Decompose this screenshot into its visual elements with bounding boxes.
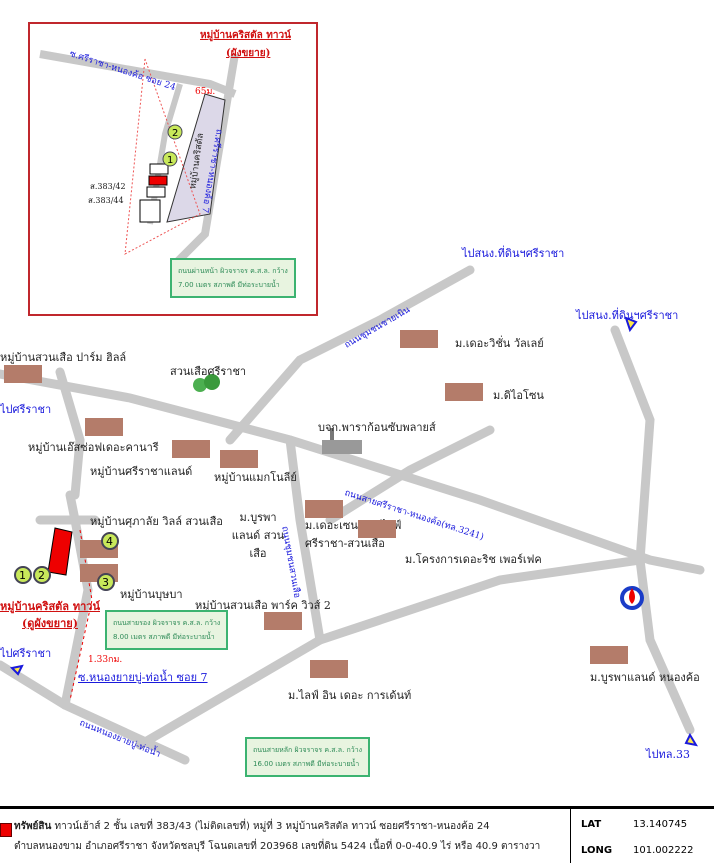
lat-value: 13.140745 [633, 819, 688, 830]
trees-icon [193, 374, 220, 392]
nongyaibu-road [0, 660, 190, 765]
marker-2 [167, 124, 183, 140]
marker-2: 2 [33, 566, 51, 584]
svg-text:1: 1 [19, 569, 26, 582]
svg-text:3: 3 [102, 576, 109, 589]
label-to-sriracha-2: ไปศรีราชา [0, 647, 52, 660]
label-crystal: หมู่บ้านคริสตัล ทาวน์ [0, 600, 100, 613]
label-to-33: ไปทล.33 [646, 748, 690, 761]
distance-line [69, 529, 93, 701]
coordinates: LAT 13.140745 LONG 101.002222 [570, 809, 714, 863]
label-company: บจก.พาราก้อนซับพลายส์ [318, 421, 436, 434]
label-to-land-office: ไปสนง.ที่ดินฯศรีราชา [462, 247, 565, 260]
arrow-to-land-office [624, 316, 638, 333]
svg-text:4: 4 [106, 535, 113, 548]
arrow-to-sriracha [9, 664, 24, 676]
house-icon [310, 660, 348, 678]
asset-label: ทรัพย์สิน [14, 821, 52, 832]
house-icon [172, 440, 210, 458]
label-to-land-office-2: ไปสนง.ที่ดินฯศรีราชา [576, 309, 679, 322]
label-suanseua-sriracha: สวนเสือศรีราชา [170, 365, 247, 378]
label-budsaba: หมู่บ้านบุษบา [120, 588, 183, 601]
label-soi7: ซ.หนองยายบู่-ท่อน้ำ ซอย 7 [78, 671, 208, 684]
house-icon [445, 383, 483, 401]
label-supalai: หมู่บ้านศุภาลัย วิลล์ สวนเสือ [90, 515, 223, 528]
plot-label-44: ส.383/44 [88, 196, 124, 205]
label-distance: 1.33กม. [88, 655, 123, 665]
long-label: LONG [581, 845, 613, 856]
road-network [0, 265, 705, 765]
main-road [0, 369, 705, 575]
project-area [166, 93, 226, 223]
mid-road [325, 425, 495, 525]
label-the-vision: ม.เดอะวิชั่น วัลเลย์ [455, 337, 544, 350]
suanseua-road [285, 435, 325, 645]
inset-distance: 65ม. [195, 87, 216, 97]
marker-1 [162, 151, 178, 167]
label-crystal-sub: (ดูผังขยาย) [22, 617, 78, 630]
house-icon [85, 418, 123, 436]
long-value: 101.002222 [633, 845, 694, 856]
inset-subtitle: (ผังขยาย) [226, 48, 271, 59]
label-to-sriracha: ไปศรีราชา [0, 403, 52, 416]
marker-3: 3 [97, 573, 115, 591]
label-magnolia: หมู่บ้านแมกโนลีย์ [214, 471, 297, 484]
footer-info: ทรัพย์สิน ทาวน์เฮ้าส์ 2 ชั้น เลขที่ 383/… [0, 806, 714, 863]
asset-line-2: ตำบลหนองขาม อำเภอศรีราชา จังหวัดชลบุรี โ… [14, 841, 541, 852]
lower-road [135, 555, 645, 750]
label-burapha-suanseua: ม.บูรพาแลนด์ สวนเสือ [231, 511, 285, 560]
house-icon [400, 330, 438, 348]
chumchon-road [225, 265, 475, 445]
label-sriracha-land: หมู่บ้านศรีราชาแลนด์ [90, 465, 193, 478]
house-icon [220, 450, 258, 468]
house-icon [4, 365, 42, 383]
house-icon [264, 612, 302, 630]
asset-legend-swatch [0, 823, 12, 837]
subject-plot [47, 527, 73, 576]
label-perfect: ม.โครงการเดอะริช เพอร์เฟค [405, 553, 542, 566]
svg-text:2: 2 [172, 128, 178, 139]
inset-roads: 21 [39, 50, 239, 267]
subject-unit [148, 175, 168, 186]
petrol-station-icon [620, 586, 644, 610]
label-esso: หมู่บ้านเอ๊สซ่อฟเดอะคานารี [28, 441, 159, 454]
label-suanseua-palm: หมู่บ้านสวนเสือ ปาร์ม ฮิลล์ [0, 351, 127, 364]
factory-icon [322, 428, 362, 454]
house-icon [590, 646, 628, 664]
house-icon [358, 520, 396, 538]
svg-text:1: 1 [167, 155, 173, 166]
marker-1: 1 [14, 566, 32, 584]
label-di-o-zone: ม.ดิไอโซน [493, 389, 544, 402]
house-icon [305, 500, 343, 518]
label-suanseua-park2: หมู่บ้านสวนเสือ พาร์ค วิวส์ 2 [195, 599, 331, 612]
svg-text:2: 2 [38, 569, 45, 582]
label-burapha-nongkho: ม.บูรพาแลนด์ หนองค้อ [590, 671, 700, 684]
asset-line-1: ทาวน์เฮ้าส์ 2 ชั้น เลขที่ 383/43 (ไม่ติด… [54, 821, 490, 832]
plot-label-42: ส.383/42 [90, 182, 126, 191]
inset-title: หมู่บ้านคริสตัล ทาวน์ [200, 30, 291, 41]
label-life-in: ม.ไลฟ์ อิน เดอะ การเด้นท์ [288, 689, 412, 702]
arrow-to-33 [684, 732, 699, 747]
markers: 1 2 3 4 [14, 532, 119, 591]
marker-4: 4 [101, 532, 119, 550]
lat-label: LAT [581, 819, 602, 830]
